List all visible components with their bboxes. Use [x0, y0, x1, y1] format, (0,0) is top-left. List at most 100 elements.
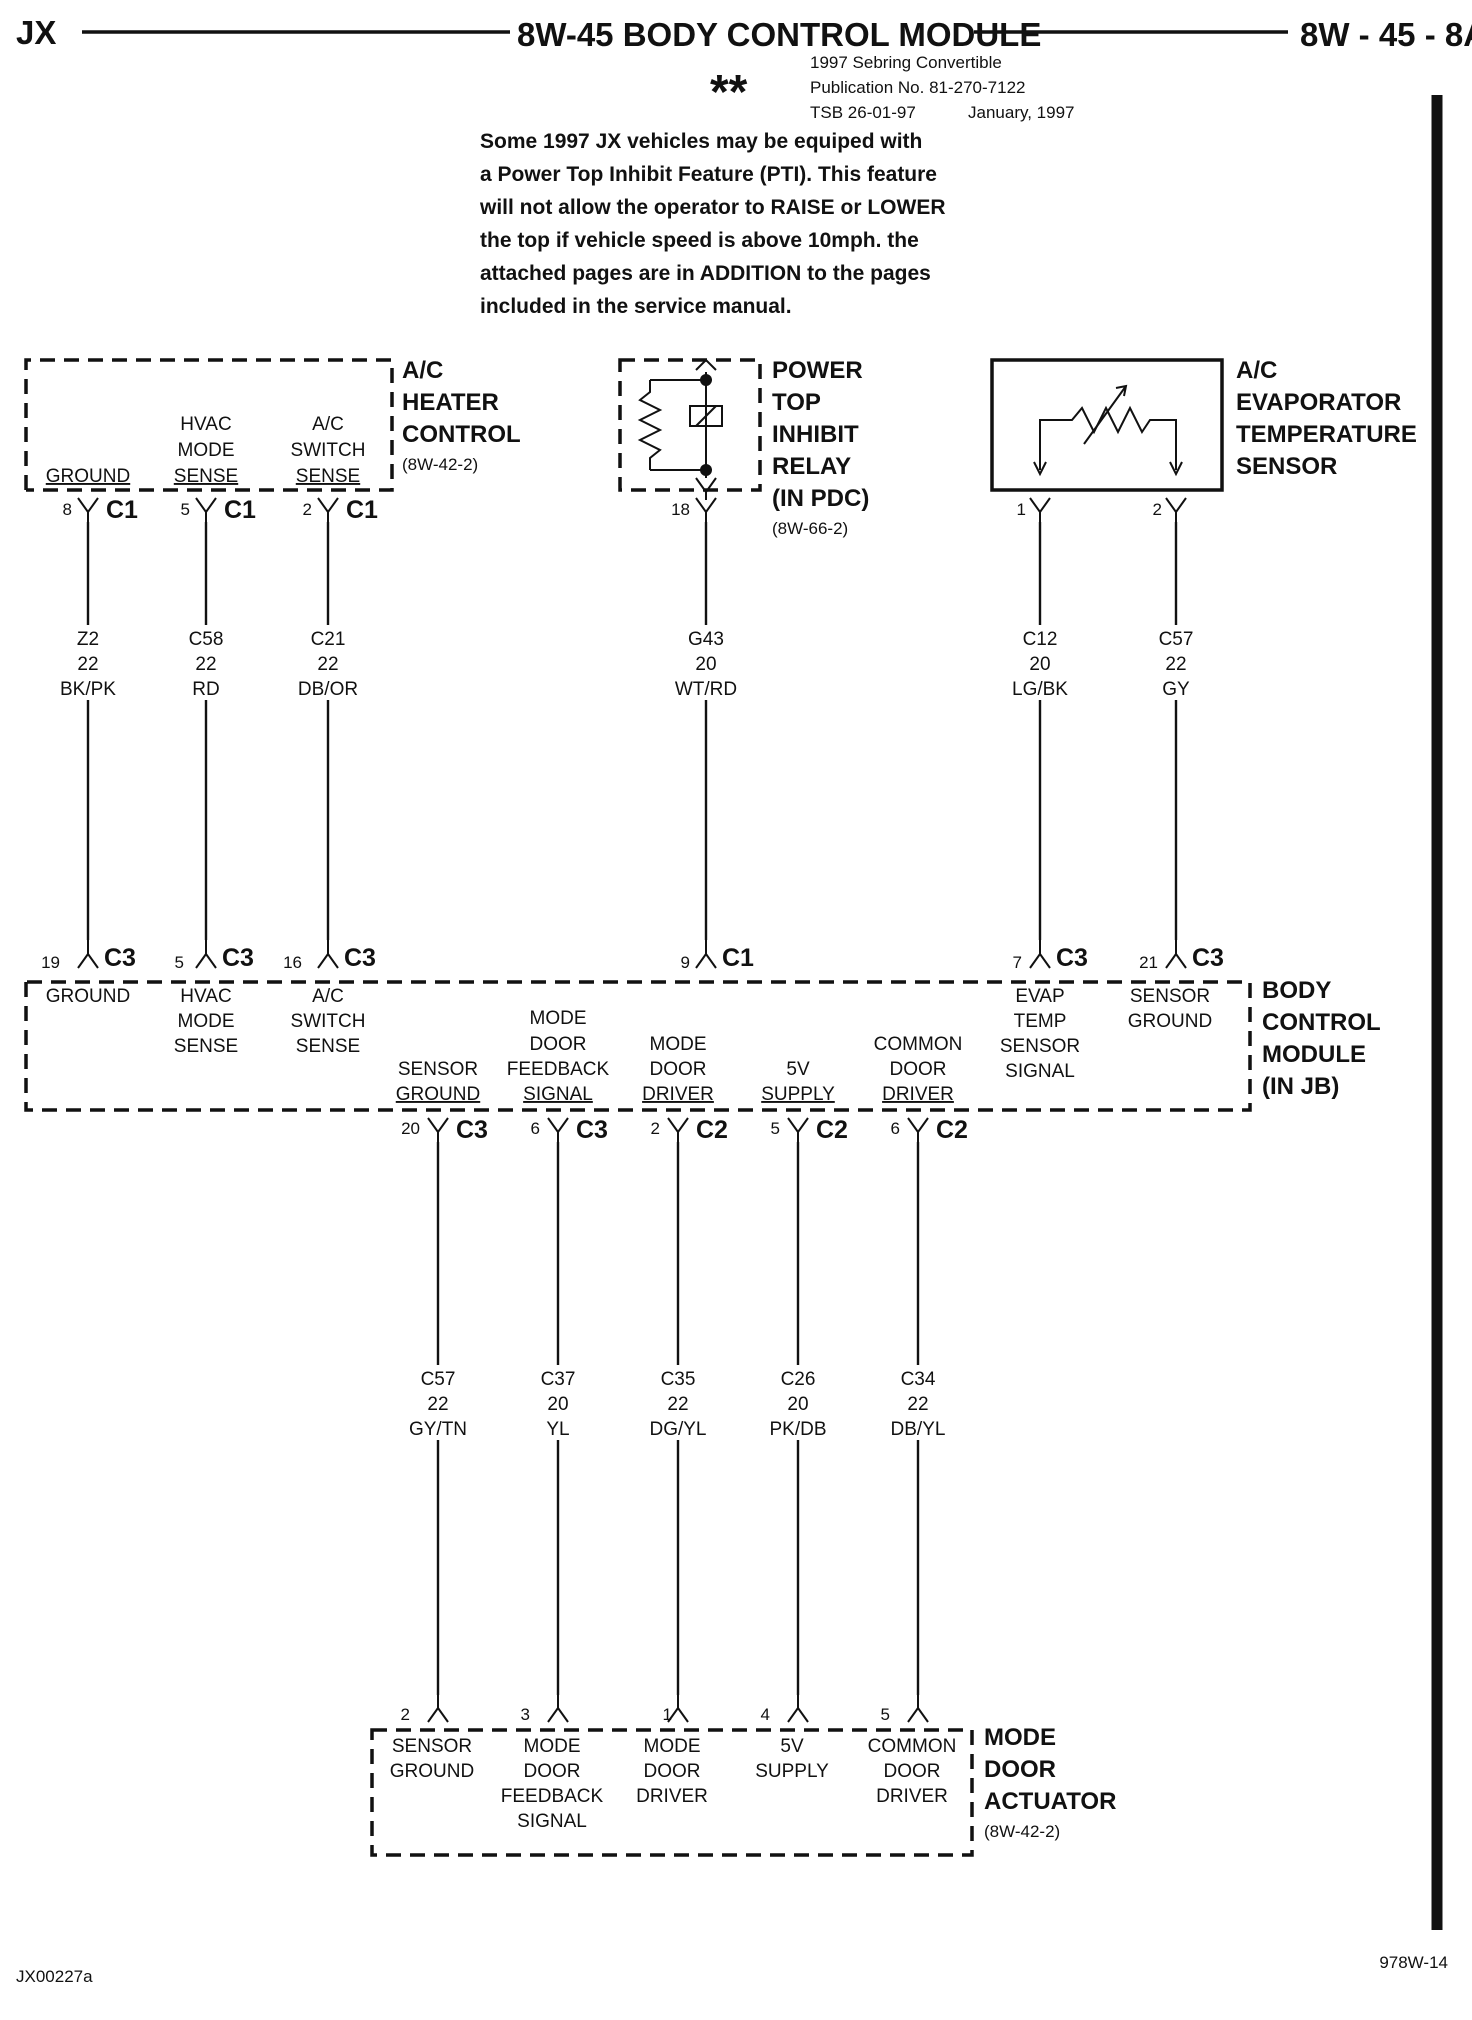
- pin-label: FEEDBACK: [501, 1786, 604, 1807]
- connector-id: C3: [104, 944, 136, 972]
- pin-label: FEEDBACK: [507, 1059, 610, 1080]
- pin-number: 2: [401, 1705, 410, 1724]
- pin-label: SUPPLY: [755, 1761, 829, 1782]
- wire-gauge: 22: [907, 1394, 928, 1415]
- pin-number: 1: [663, 1705, 672, 1724]
- note-block: Some 1997 JX vehicles may be equiped wit…: [479, 130, 946, 318]
- actuator-title: MODE: [984, 1724, 1056, 1751]
- pin-label: GROUND: [396, 1084, 480, 1105]
- sensor-title: TEMPERATURE: [1236, 421, 1417, 448]
- ac-heater-title: HEATER: [402, 389, 499, 416]
- pin-label: MODE: [524, 1736, 581, 1757]
- pin-label: MODE: [530, 1008, 587, 1029]
- wire-color: GY: [1162, 679, 1190, 700]
- wire-color: DB/OR: [298, 679, 358, 700]
- pin-label: SENSOR: [398, 1059, 478, 1080]
- pin-label: COMMON: [868, 1736, 957, 1757]
- connector-id: C3: [1056, 944, 1088, 972]
- pin-label: COMMON: [874, 1034, 963, 1055]
- connector-id: C1: [346, 496, 378, 524]
- pin-number: 16: [283, 953, 302, 972]
- relay-title: INHIBIT: [772, 421, 859, 448]
- pin-label: HVAC: [180, 414, 231, 435]
- wire-gauge: 22: [427, 1394, 448, 1415]
- pin-number: 5: [771, 1119, 780, 1138]
- wire-code: C21: [311, 629, 346, 650]
- pin-number: 4: [761, 1705, 770, 1724]
- pin-label: A/C: [312, 414, 344, 435]
- terminal: [1165, 497, 1187, 522]
- relay-coil-icon: [689, 405, 723, 427]
- wire-code: C57: [1159, 629, 1194, 650]
- publication-line-3-tsb: TSB 26-01-97: [810, 103, 916, 122]
- footer-left: JX00227a: [16, 1967, 93, 1986]
- terminal: [195, 940, 217, 969]
- terminal: [695, 497, 717, 522]
- wire-code: C37: [541, 1369, 576, 1390]
- thermistor-icon: [1039, 405, 1177, 470]
- header-left: JX: [16, 14, 56, 51]
- pin-label: SENSOR: [392, 1736, 472, 1757]
- wire-code: C12: [1023, 629, 1058, 650]
- terminal: [1165, 940, 1187, 969]
- pin-number: 9: [681, 953, 690, 972]
- note-line: will not allow the operator to RAISE or …: [479, 196, 946, 219]
- relay-title: TOP: [772, 389, 821, 416]
- pin-label: MODE: [178, 1011, 235, 1032]
- relay-coil-diagonal: [695, 405, 717, 427]
- relay-ref: (8W-66-2): [772, 519, 848, 538]
- body-control-module: BODY CONTROL MODULE (IN JB) 19 C3 5 C3 1…: [24, 940, 1381, 1144]
- terminal: [787, 1695, 809, 1723]
- connector-id: C3: [222, 944, 254, 972]
- wire-gauge: 22: [667, 1394, 688, 1415]
- pin-number: 19: [41, 953, 60, 972]
- connector-id: C1: [106, 496, 138, 524]
- wire-color: DB/YL: [891, 1419, 946, 1440]
- pin-label: MODE: [644, 1736, 701, 1757]
- note-line: Some 1997 JX vehicles may be equiped wit…: [480, 130, 922, 153]
- ac-heater-control-outline: [24, 358, 394, 492]
- pin-number: 6: [891, 1119, 900, 1138]
- pin-label: SENSE: [296, 466, 360, 487]
- wire-gauge: 22: [1165, 654, 1186, 675]
- wire-gauge: 22: [77, 654, 98, 675]
- pin-number: 5: [181, 500, 190, 519]
- terminal: [1029, 940, 1051, 969]
- relay-title: POWER: [772, 357, 863, 384]
- terminal: [77, 940, 99, 969]
- pin-label: DRIVER: [636, 1786, 708, 1807]
- pin-label: SENSE: [296, 1036, 360, 1057]
- arrow-icon: [1169, 461, 1183, 477]
- pin-label: SENSE: [174, 466, 238, 487]
- upper-wires: Z2 22 BK/PK C58 22 RD C21 22 DB/OR G43 2…: [60, 522, 1193, 940]
- pin-label: 5V: [786, 1059, 810, 1080]
- wire-color: YL: [546, 1419, 569, 1440]
- actuator-title: ACTUATOR: [984, 1788, 1116, 1815]
- wire-code: G43: [688, 629, 724, 650]
- pin-label: GROUND: [1128, 1011, 1212, 1032]
- pin-label: DOOR: [524, 1761, 581, 1782]
- pin-label: EVAP: [1015, 986, 1064, 1007]
- terminal: [1029, 497, 1051, 522]
- footer-right: 978W-14: [1379, 1953, 1448, 1972]
- connector-id: C2: [696, 1116, 728, 1144]
- pin-label: DOOR: [650, 1059, 707, 1080]
- terminal: [667, 1117, 689, 1142]
- pin-label: SWITCH: [291, 440, 366, 461]
- wire-color: BK/PK: [60, 679, 116, 700]
- wire-gauge: 20: [787, 1394, 808, 1415]
- pin-label: DOOR: [530, 1034, 587, 1055]
- wire-code: C57: [421, 1369, 456, 1390]
- pin-number: 18: [671, 500, 690, 519]
- pin-number: 5: [175, 953, 184, 972]
- pin-label: 5V: [780, 1736, 804, 1757]
- connector-id: C3: [344, 944, 376, 972]
- terminal: [195, 497, 217, 522]
- terminal: [427, 1695, 449, 1723]
- pin-label: TEMP: [1014, 1011, 1067, 1032]
- note-line: attached pages are in ADDITION to the pa…: [480, 262, 931, 285]
- pin-label: SIGNAL: [517, 1811, 587, 1832]
- pin-label: GROUND: [46, 986, 130, 1007]
- pin-label: GROUND: [390, 1761, 474, 1782]
- wire-code: Z2: [77, 629, 99, 650]
